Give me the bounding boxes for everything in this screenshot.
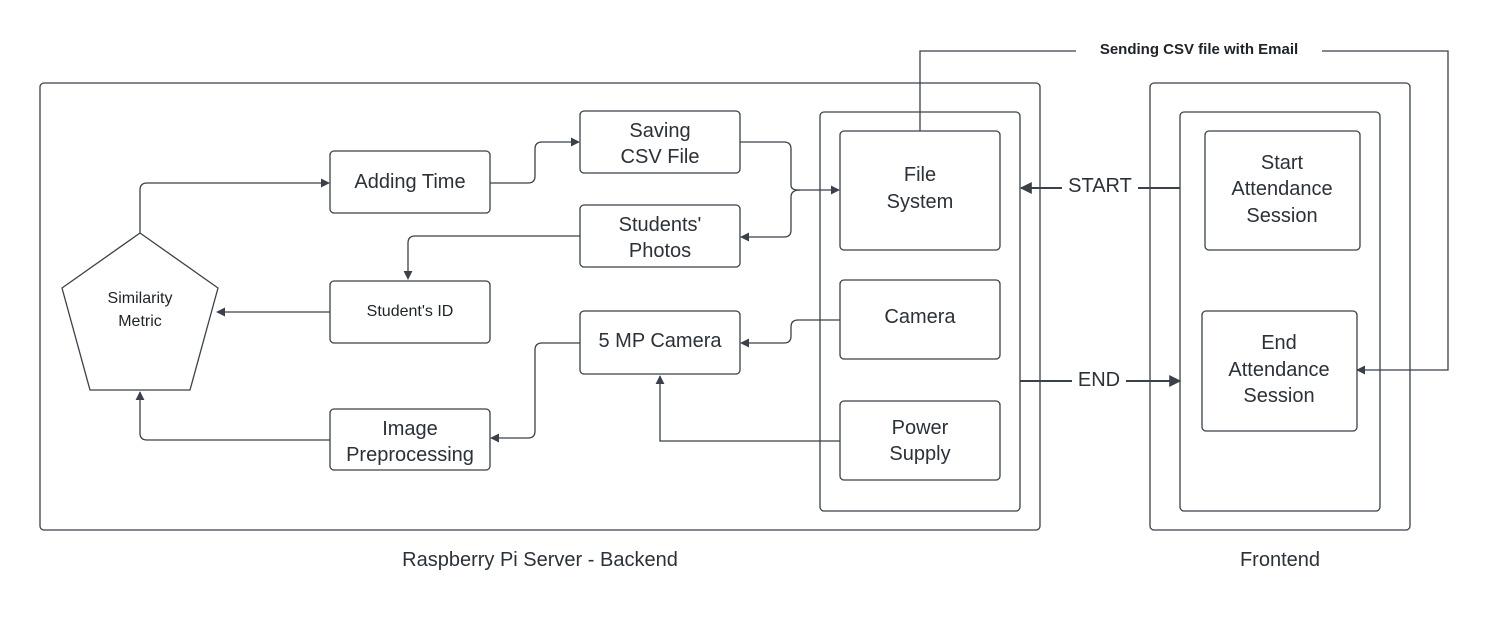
- node-image-preprocessing: Image Preprocessing: [329, 408, 491, 471]
- edge-power-to-5mp: [655, 375, 840, 442]
- node-similarity-metric: Similarity Metric: [61, 232, 219, 391]
- edge-sending-csv-email: [919, 50, 1449, 375]
- svg-text:Photos: Photos: [629, 240, 691, 262]
- edge-label-start: START: [1068, 175, 1132, 197]
- node-power-supply: Power Supply: [839, 400, 1001, 481]
- frontend-group-label: Frontend: [1240, 549, 1320, 571]
- svg-text:Image: Image: [382, 418, 438, 440]
- svg-text:Adding Time: Adding Time: [354, 171, 465, 193]
- svg-text:Start: Start: [1261, 152, 1304, 174]
- svg-text:File: File: [904, 164, 936, 186]
- node-5mp-camera: 5 MP Camera: [579, 310, 741, 375]
- svg-text:CSV File: CSV File: [621, 146, 700, 168]
- edge-photos-to-student-id: [403, 235, 580, 280]
- svg-text:Saving: Saving: [629, 120, 690, 142]
- svg-text:Student's ID: Student's ID: [367, 303, 454, 320]
- svg-text:Power: Power: [892, 417, 949, 439]
- svg-text:Session: Session: [1246, 205, 1317, 227]
- edge-label-bg: [1072, 368, 1126, 392]
- svg-text:Attendance: Attendance: [1228, 359, 1329, 381]
- node-students-photos: Students' Photos: [579, 204, 741, 268]
- svg-text:Students': Students': [619, 214, 702, 236]
- edge-similarity-to-adding-time: [139, 178, 330, 233]
- node-students-id: Student's ID: [329, 280, 491, 344]
- node-camera: Camera: [839, 279, 1001, 360]
- frontend-group: [1149, 82, 1411, 531]
- edge-saving-csv-to-file-system: [740, 141, 840, 195]
- node-file-system: File System: [839, 130, 1001, 251]
- edge-label-end: END: [1078, 369, 1120, 391]
- backend-group: [39, 82, 1041, 531]
- svg-text:5 MP Camera: 5 MP Camera: [598, 330, 722, 352]
- edge-label-bg: [1076, 38, 1322, 62]
- edge-label-sending-csv: Sending CSV file with Email: [1100, 41, 1298, 58]
- node-adding-time: Adding Time: [329, 150, 491, 214]
- svg-text:Supply: Supply: [889, 443, 950, 465]
- edge-adding-time-to-saving-csv: [490, 137, 580, 184]
- svg-text:Camera: Camera: [884, 306, 956, 328]
- svg-text:System: System: [887, 191, 954, 213]
- svg-text:Attendance: Attendance: [1231, 178, 1332, 200]
- edge-camera-to-5mp: [740, 319, 840, 348]
- svg-text:Session: Session: [1243, 385, 1314, 407]
- backend-group-label: Raspberry Pi Server - Backend: [402, 549, 678, 571]
- svg-text:Preprocessing: Preprocessing: [346, 444, 474, 466]
- svg-text:Metric: Metric: [118, 313, 162, 330]
- node-saving-csv-file: Saving CSV File: [579, 110, 741, 174]
- svg-text:End: End: [1261, 332, 1297, 354]
- node-start-attendance-session: Start Attendance Session: [1204, 130, 1361, 251]
- frontend-container: [1179, 111, 1381, 512]
- edge-label-bg: [1062, 174, 1138, 198]
- edge-5mp-to-preprocessing: [490, 342, 580, 443]
- svg-text:Similarity: Similarity: [108, 290, 173, 307]
- edge-preprocessing-to-similarity: [135, 391, 330, 441]
- edge-file-system-to-photos: [740, 189, 801, 242]
- node-end-attendance-session: End Attendance Session: [1201, 310, 1358, 432]
